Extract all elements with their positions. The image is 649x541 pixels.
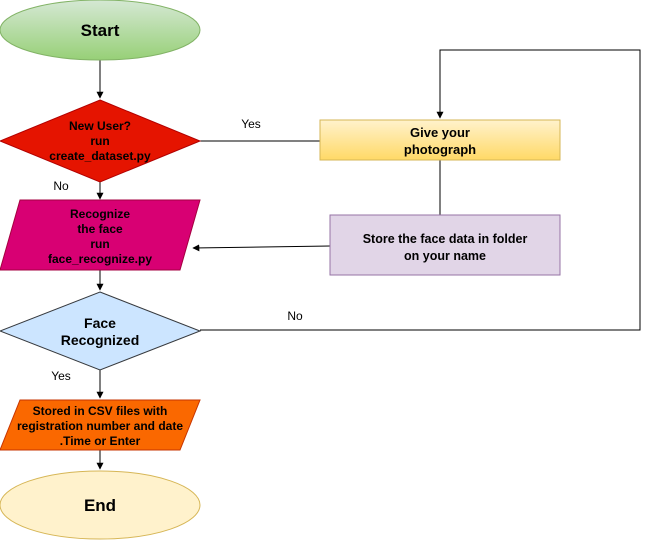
- edge-label-yes-new-user: Yes: [241, 117, 261, 131]
- edge-store-face-to-recognize: [192, 244, 331, 252]
- node-face-recognized-line-2: Recognized: [61, 332, 140, 348]
- node-give-photo-line-1: Give your: [410, 125, 470, 140]
- node-recognize-line-4: face_recognize.py: [48, 252, 152, 266]
- node-start: Start: [0, 0, 201, 61]
- node-stored-csv-line-1: Stored in CSV files with: [33, 404, 168, 418]
- node-stored-csv: Stored in CSV files with registration nu…: [0, 399, 201, 451]
- edge-label-no-new-user: No: [53, 179, 69, 193]
- node-new-user-line-3: create_dataset.py: [49, 149, 151, 163]
- edge-label-no-recognized: No: [287, 309, 303, 323]
- node-give-photo-line-2: photograph: [404, 142, 476, 157]
- edge-label-yes-recognized: Yes: [51, 369, 71, 383]
- node-end-label: End: [84, 496, 116, 515]
- node-recognize-line-3: run: [90, 237, 109, 251]
- node-face-recognized: Face Recognized: [0, 291, 202, 371]
- node-recognize-line-2: the face: [77, 222, 123, 236]
- node-stored-csv-line-2: registration number and date: [17, 419, 183, 433]
- node-face-recognized-line-1: Face: [84, 315, 116, 331]
- node-recognize-line-1: Recognize: [70, 207, 130, 221]
- node-stored-csv-line-3: .Time or Enter: [60, 434, 141, 448]
- node-store-face: Store the face data in folder on your na…: [329, 214, 561, 276]
- edge-face-recognized-loop-to-give-photo: [200, 49, 641, 331]
- node-give-photo: Give your photograph: [319, 119, 561, 161]
- node-end: End: [0, 470, 201, 540]
- node-new-user-line-1: New User?: [69, 119, 131, 133]
- node-new-user: New User? run create_dataset.py: [0, 99, 202, 183]
- connectors: [96, 49, 641, 470]
- node-recognize: Recognize the face run face_recognize.py: [0, 199, 201, 271]
- node-store-face-line-2: on your name: [404, 249, 486, 263]
- node-store-face-line-1: Store the face data in folder: [363, 232, 528, 246]
- node-start-label: Start: [81, 21, 120, 40]
- node-new-user-line-2: run: [90, 134, 109, 148]
